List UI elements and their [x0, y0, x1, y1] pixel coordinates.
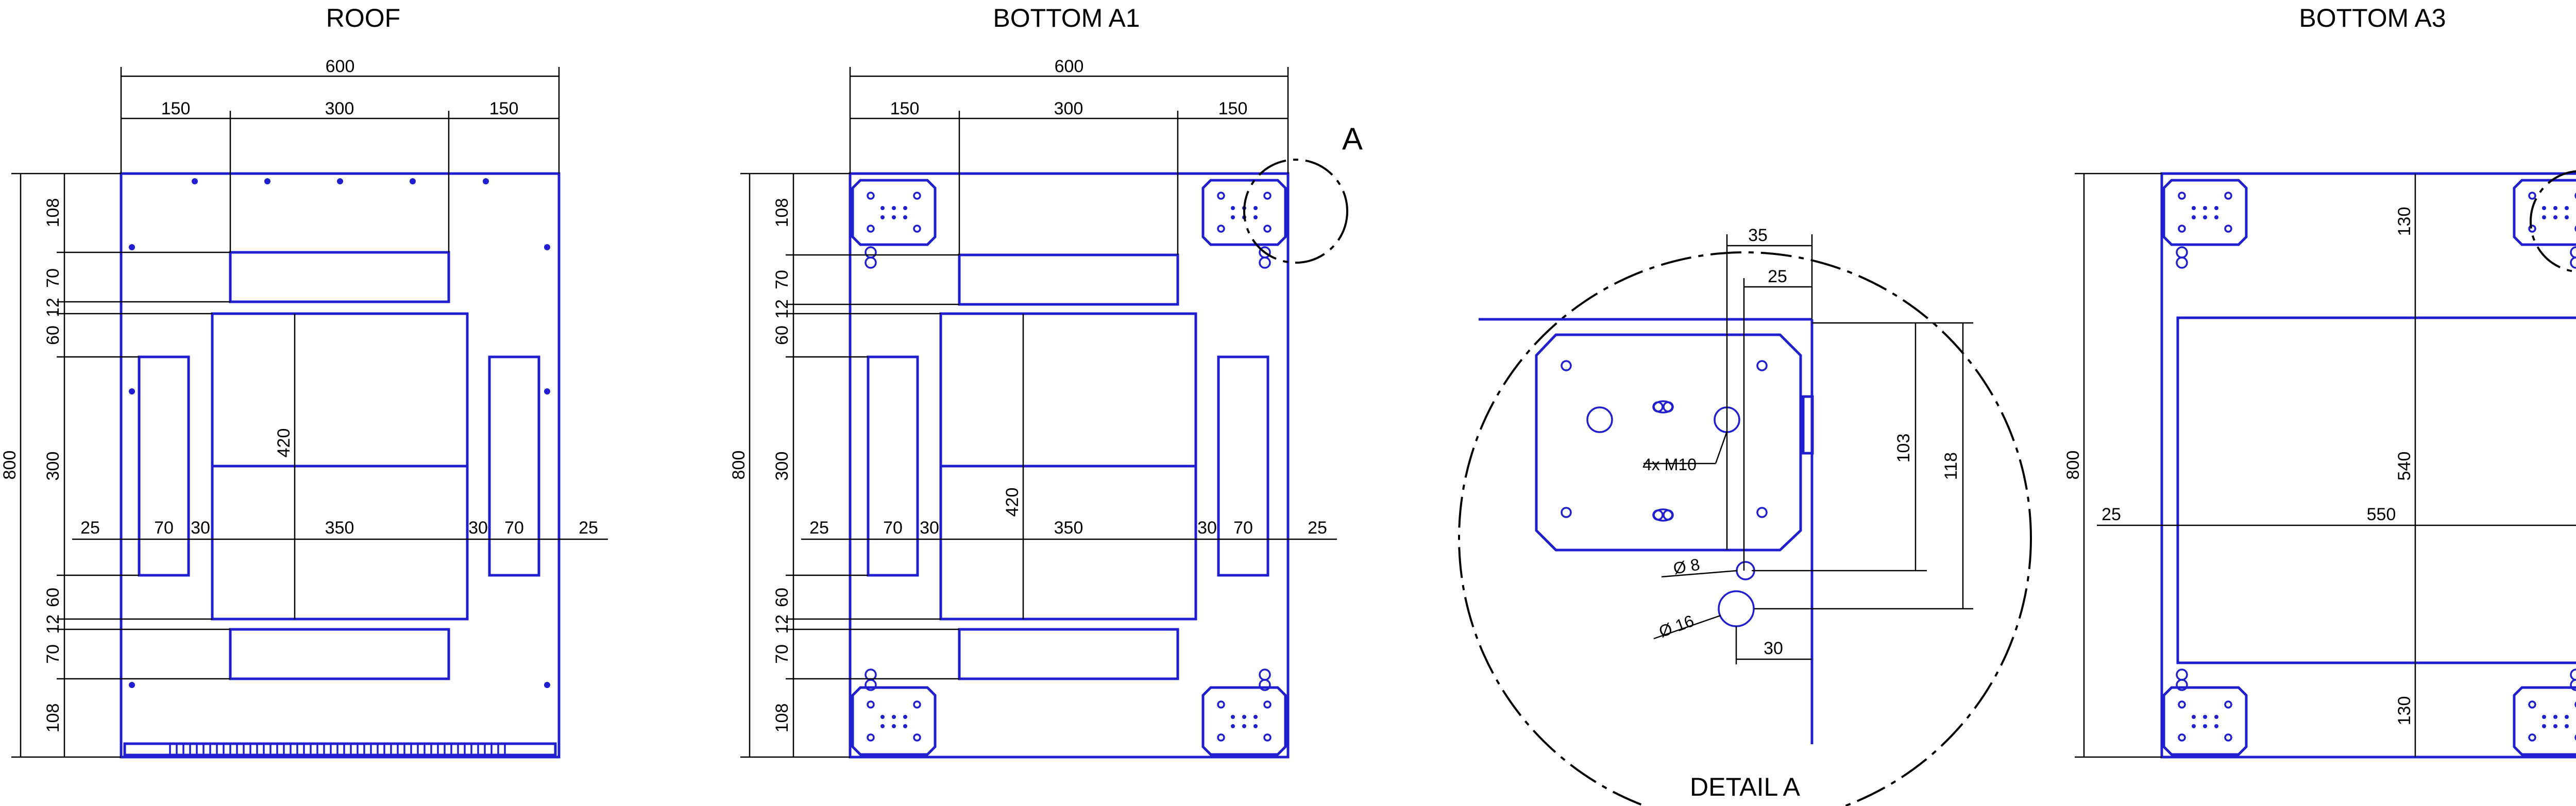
roof-dim-150-right: 150	[489, 99, 519, 118]
roof-dim-12-bottom: 12	[43, 614, 63, 634]
a1-dim-600: 600	[1055, 57, 1084, 76]
roof-dim-60-bottom: 60	[43, 588, 63, 607]
a1-dim-30-right: 30	[1197, 518, 1217, 538]
a1-dim-60-bottom: 60	[772, 588, 792, 607]
detail-dim-103: 103	[1894, 434, 1913, 463]
roof-dim-300: 300	[325, 99, 354, 118]
detail-dim-118: 118	[1941, 452, 1961, 480]
roof-vent-grille	[123, 742, 557, 757]
a1-dim-12-top: 12	[772, 299, 792, 319]
roof-dim-30-left: 30	[191, 518, 210, 538]
bottom-a3-view: BOTTOM A3 800 130 540 130 25 550 25	[2063, 4, 2576, 759]
a1-dim-800: 800	[729, 451, 749, 480]
roof-dim-30-right: 30	[468, 518, 488, 538]
roof-dim-70-left: 70	[154, 518, 174, 538]
a1-dim-108-top: 108	[772, 198, 792, 228]
a3-dim-550: 550	[2367, 505, 2396, 524]
detail-a-title: DETAIL A	[1690, 773, 1801, 801]
a1-dim-70-bottom: 70	[772, 644, 792, 664]
detail-dim-30: 30	[1764, 639, 1783, 658]
a1-dim-60-top: 60	[772, 325, 792, 345]
roof-dim-600: 600	[326, 57, 355, 76]
a1-dim-25-right: 25	[1308, 518, 1327, 538]
bottom-a1-bottom-slot	[958, 628, 1179, 680]
bottom-a1-view: BOTTOM A1 A	[729, 4, 1363, 759]
roof-left-slot	[138, 355, 190, 577]
a1-dim-25-left: 25	[809, 518, 829, 538]
a3-dim-130-top: 130	[2395, 207, 2414, 236]
bottom-a1-top-slot	[958, 253, 1179, 306]
roof-dim-25-left: 25	[80, 518, 100, 538]
detail-dim-35: 35	[1748, 226, 1768, 245]
roof-title: ROOF	[326, 4, 400, 32]
bottom-a3-title: BOTTOM A3	[2299, 4, 2446, 32]
detail-a-hole-16	[1718, 590, 1755, 627]
roof-top-slot	[229, 251, 450, 303]
roof-dim-300-v: 300	[43, 452, 63, 481]
roof-dim-12-top: 12	[43, 298, 63, 317]
roof-dim-70-bottom: 70	[43, 644, 63, 664]
detail-a-callout: A	[1342, 122, 1363, 156]
roof-dim-70-top: 70	[43, 268, 63, 288]
detail-a-circle	[1458, 251, 2032, 806]
detail-a-marker-circle	[1243, 159, 1348, 264]
a1-dim-300-v: 300	[772, 452, 792, 481]
bottom-a1-title: BOTTOM A1	[993, 4, 1140, 32]
bottom-a1-right-slot	[1217, 355, 1269, 577]
bottom-a3-panel-outline	[2160, 172, 2576, 759]
roof-dim-25-right: 25	[579, 518, 598, 538]
roof-dim-70-right: 70	[504, 518, 524, 538]
a3-dim-25-left: 25	[2102, 505, 2121, 524]
roof-dim-420: 420	[274, 428, 294, 458]
bottom-a3-inner-frame	[2176, 316, 2576, 664]
bottom-a1-foot-br	[1201, 686, 1287, 756]
detail-a-foot-plate	[1535, 333, 1802, 552]
detail-label-m10: 4x M10	[1642, 455, 1697, 474]
a1-dim-350: 350	[1054, 518, 1083, 538]
roof-dim-108-bottom: 108	[43, 704, 63, 733]
a3-dim-540: 540	[2395, 452, 2414, 481]
a1-dim-420: 420	[1003, 488, 1022, 517]
bottom-a1-foot-tl	[851, 179, 937, 246]
a3-dim-130-bottom: 130	[2395, 696, 2414, 726]
roof-right-slot	[488, 355, 540, 577]
bottom-a1-foot-bl	[851, 686, 937, 756]
detail-dim-25: 25	[1768, 267, 1787, 286]
roof-bottom-slot	[229, 628, 450, 680]
detail-label-dia16: Ø 16	[1656, 611, 1697, 641]
detail-label-dia8: Ø 8	[1672, 555, 1701, 577]
a3-dim-800: 800	[2063, 451, 2083, 480]
a1-dim-30-left: 30	[920, 518, 939, 538]
bottom-a3-detail-circle	[2530, 170, 2576, 273]
a1-dim-108-bottom: 108	[772, 704, 792, 733]
roof-view: ROOF 600 150 30	[0, 4, 608, 759]
a1-dim-70-right: 70	[1233, 518, 1253, 538]
roof-panel-outline	[120, 172, 561, 759]
detail-a-view: DETAIL A 35 25 103 118	[1458, 226, 2032, 806]
detail-a-hole-8	[1736, 561, 1755, 580]
bottom-a1-foot-tr	[1201, 179, 1287, 246]
bottom-a1-left-slot	[867, 355, 919, 577]
roof-dim-350: 350	[325, 518, 354, 538]
a1-dim-150-left: 150	[890, 99, 920, 118]
roof-dim-800: 800	[0, 451, 20, 480]
roof-dim-150-left: 150	[161, 99, 191, 118]
a1-dim-300: 300	[1054, 99, 1083, 118]
bottom-a1-panel-outline	[849, 172, 1290, 759]
roof-dim-60-top: 60	[43, 325, 63, 345]
a1-dim-150-right: 150	[1218, 99, 1248, 118]
roof-dim-108-top: 108	[43, 198, 63, 228]
a1-dim-70-left: 70	[883, 518, 903, 538]
a1-dim-12-bottom: 12	[772, 614, 792, 634]
a1-dim-70-top: 70	[772, 270, 792, 289]
